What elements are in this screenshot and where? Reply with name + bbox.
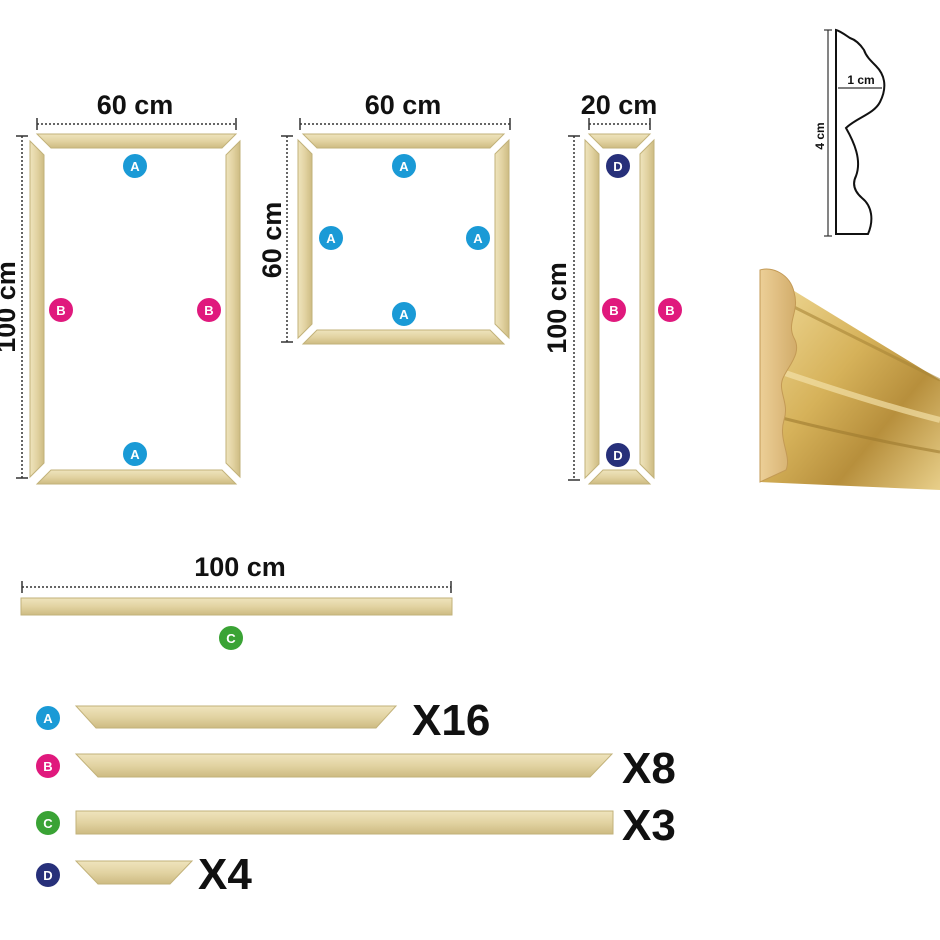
svg-text:A: A <box>130 159 140 174</box>
long-bar-c: 100 cm C <box>20 552 453 652</box>
frame-rect-tall-left-piece <box>29 139 45 479</box>
svg-text:B: B <box>665 303 674 318</box>
moulding-photo-end-grain <box>759 268 798 483</box>
moulding-profile-width-label: 1 cm <box>847 73 874 87</box>
moulding-profile-height-label: 4 cm <box>813 122 827 149</box>
svg-text:D: D <box>613 159 622 174</box>
parts-list: A X16 B X8 C X3 D <box>34 696 676 899</box>
badge-d: D <box>604 152 632 180</box>
frame-square-height-label: 60 cm <box>257 202 287 279</box>
part-row-a: A X16 <box>34 696 490 745</box>
svg-text:D: D <box>613 448 622 463</box>
long-bar-piece <box>20 597 453 616</box>
piece-b <box>74 753 614 778</box>
moulding-photo <box>759 268 940 490</box>
badge-c: C <box>34 809 62 837</box>
badge-c: C <box>217 624 245 652</box>
badge-b: B <box>600 296 628 324</box>
frame-square-left-piece <box>297 138 313 340</box>
frame-square-right-piece <box>494 138 510 340</box>
badge-d: D <box>604 441 632 469</box>
badge-b: B <box>656 296 684 324</box>
svg-text:C: C <box>226 631 236 646</box>
piece-d-quantity: X4 <box>198 850 252 899</box>
badge-a: A <box>121 440 149 468</box>
frame-narrow-right-piece <box>639 138 655 480</box>
frame-square-top-piece <box>301 133 506 149</box>
badge-b: B <box>195 296 223 324</box>
badge-a: A <box>390 300 418 328</box>
svg-text:A: A <box>399 307 409 322</box>
svg-text:A: A <box>473 231 483 246</box>
badge-a: A <box>34 704 62 732</box>
frame-narrow-bottom-piece <box>587 469 652 485</box>
long-bar-length-label: 100 cm <box>194 552 286 582</box>
piece-a <box>74 705 398 729</box>
part-row-b: B X8 <box>34 744 676 793</box>
part-row-d: D X4 <box>34 850 252 899</box>
badge-b: B <box>34 752 62 780</box>
frame-square: 60 cm 60 cm A A A A <box>257 90 511 345</box>
frame-narrow-height-label: 100 cm <box>542 262 572 354</box>
frame-rect-tall-height-dimension: 100 cm <box>0 135 28 479</box>
badge-a: A <box>121 152 149 180</box>
badge-a: A <box>390 152 418 180</box>
frame-narrow-width-dimension: 20 cm <box>581 90 658 130</box>
moulding-profile: 1 cm 4 cm <box>813 28 886 237</box>
frame-rect-tall-width-label: 60 cm <box>97 90 174 120</box>
svg-text:D: D <box>43 868 52 883</box>
badge-a: A <box>317 224 345 252</box>
piece-b-quantity: X8 <box>622 744 676 793</box>
frame-rect-tall: 60 cm 100 cm A A B B <box>0 90 241 485</box>
frame-square-height-dimension: 60 cm <box>257 135 293 343</box>
frame-narrow-top-piece <box>587 133 652 149</box>
badge-b: B <box>47 296 75 324</box>
frame-narrow-height-dimension: 100 cm <box>542 135 580 481</box>
badge-a: A <box>464 224 492 252</box>
frame-narrow-width-label: 20 cm <box>581 90 658 120</box>
frame-rect-tall-width-dimension: 60 cm <box>36 90 237 130</box>
part-row-c: C X3 <box>34 801 676 850</box>
moulding-profile-outline <box>835 28 886 235</box>
frame-rect-tall-bottom-piece <box>35 469 238 485</box>
svg-text:C: C <box>43 816 53 831</box>
svg-text:A: A <box>399 159 409 174</box>
frame-square-width-dimension: 60 cm <box>299 90 511 130</box>
piece-d <box>74 860 194 885</box>
frame-narrow-left-piece <box>584 138 600 480</box>
piece-a-quantity: X16 <box>412 696 490 745</box>
frame-square-width-label: 60 cm <box>365 90 442 120</box>
piece-c <box>75 810 614 835</box>
frame-rect-tall-right-piece <box>225 139 241 479</box>
frame-rect-tall-top-piece <box>35 133 238 149</box>
svg-text:A: A <box>130 447 140 462</box>
piece-c-quantity: X3 <box>622 801 676 850</box>
svg-text:B: B <box>56 303 65 318</box>
svg-text:A: A <box>43 711 53 726</box>
frame-rect-tall-height-label: 100 cm <box>0 261 21 353</box>
svg-text:B: B <box>43 759 52 774</box>
frame-square-bottom-piece <box>301 329 506 345</box>
svg-text:A: A <box>326 231 336 246</box>
svg-text:B: B <box>609 303 618 318</box>
badge-d: D <box>34 861 62 889</box>
svg-text:B: B <box>204 303 213 318</box>
frame-narrow: 20 cm 100 cm D D B B <box>542 90 684 485</box>
